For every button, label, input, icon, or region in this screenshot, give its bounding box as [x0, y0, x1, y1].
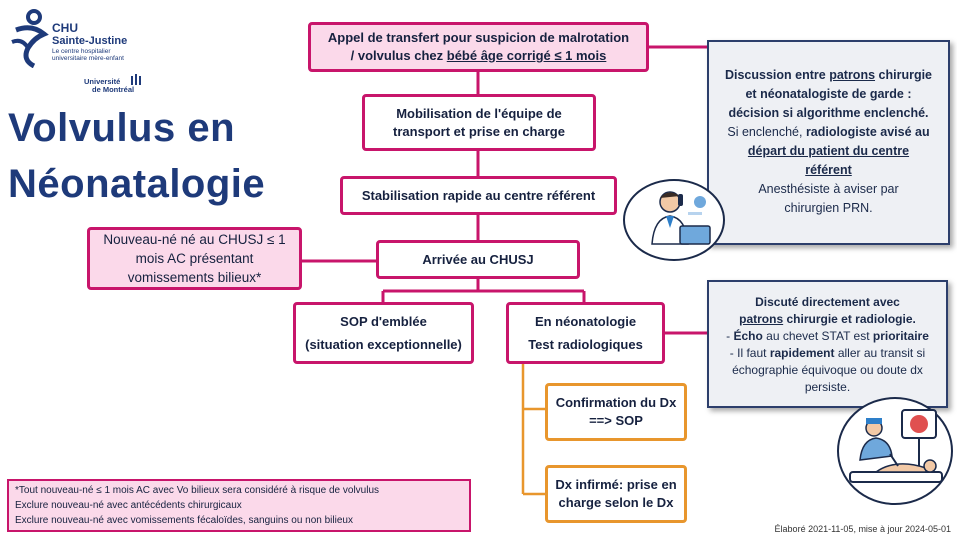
panel1-l1b: patrons	[829, 68, 876, 82]
panel2-l3a: -	[726, 329, 734, 343]
panel2-line-6: persiste.	[804, 380, 851, 394]
logo-tagline-1: Le centre hospitalier	[52, 48, 111, 55]
panel2-l2b: chirurgie et radiologie.	[786, 312, 916, 326]
sop-line-1: SOP d'emblée	[340, 314, 427, 329]
panel2-l3b: Écho	[733, 329, 763, 343]
appel-line-1: Appel de transfert pour suspicion de mal…	[327, 30, 630, 45]
panel-discussion-patrons: Discussion entre patrons chirurgie et né…	[707, 40, 950, 245]
page-title: Volvulus en Néonatalogie	[8, 100, 265, 212]
panel2-line-1: Discuté directement avec	[755, 295, 900, 309]
infirme-line-2: charge selon le Dx	[558, 495, 674, 510]
ultrasound-exam-icon	[836, 396, 954, 506]
sop-line-2: (situation exceptionnelle)	[305, 337, 462, 352]
logo-tagline-2: universitaire mère-enfant	[52, 55, 124, 62]
panel1-l1a: Discussion entre	[724, 68, 826, 82]
panel1-l4a: Si enclenché,	[727, 125, 803, 139]
logo-univ-2: de Montréal	[92, 85, 135, 94]
panel1-line-7: Anesthésiste à aviser par	[758, 182, 899, 196]
mobilisation-line-2: transport et prise en charge	[393, 123, 565, 139]
panel1-l4b: radiologiste avisé au	[805, 125, 930, 139]
panel2-line-3: - Écho au chevet STAT est prioritaire	[709, 328, 946, 345]
panel-radiologie: Discuté directement avec patrons chirurg…	[707, 280, 948, 408]
appel-line-2: / volvulus chez bébé âge corrigé ≤ 1 moi…	[351, 47, 607, 65]
panel1-line-3: décision si algorithme enclenché.	[728, 106, 929, 120]
footnote-line-2: Exclure nouveau-né avec antécédents chir…	[15, 500, 242, 511]
confirm-line-2: ==> SOP	[589, 413, 643, 428]
box-stabilisation: Stabilisation rapide au centre référent	[340, 176, 617, 215]
panel1-line-8: chirurgien PRN.	[784, 201, 873, 215]
footnote-line-3: Exclure nouveau-né avec vomissements féc…	[15, 515, 353, 526]
box-arrivee: Arrivée au CHUSJ	[376, 240, 580, 279]
chu-logo-icon	[11, 9, 49, 68]
footnote-box: *Tout nouveau-né ≤ 1 mois AC avec Vo bil…	[7, 479, 471, 532]
mobilisation-line-1: Mobilisation de l'équipe de	[396, 105, 562, 121]
panel1-line-2: et néonatalogiste de garde :	[745, 87, 912, 101]
panel2-l4b: rapidement	[769, 346, 835, 360]
box-mobilisation: Mobilisation de l'équipe de transport et…	[362, 94, 596, 151]
nouveau-line-2: mois AC présentant	[135, 251, 254, 266]
box-appel-transfert: Appel de transfert pour suspicion de mal…	[308, 22, 649, 72]
panel1-l1c: chirurgie	[878, 68, 933, 82]
neonat-line-2: Test radiologiques	[528, 337, 643, 352]
panel1-line-4: Si enclenché, radiologiste avisé au	[709, 123, 948, 142]
panel2-line-4: - Il faut rapidement aller au transit si	[709, 345, 946, 362]
box-nouveau-ne: Nouveau-né né au CHUSJ ≤ 1 mois AC prése…	[87, 227, 302, 290]
udem-mark-icon	[131, 74, 141, 85]
stabilisation-text: Stabilisation rapide au centre référent	[361, 187, 596, 203]
credit-date: Élaboré 2021-11-05, mise à jour 2024-05-…	[774, 524, 951, 534]
appel-line-2a: / volvulus chez	[350, 48, 444, 63]
panel2-l4a: - Il faut	[729, 346, 767, 360]
box-neonatologie: En néonatologie Test radiologiques	[506, 302, 665, 364]
arrivee-text: Arrivée au CHUSJ	[422, 251, 534, 267]
panel2-l3c: au chevet STAT est	[766, 329, 870, 343]
panel2-l2a: patrons	[739, 312, 784, 326]
box-sop-emblee: SOP d'emblée (situation exceptionnelle)	[293, 302, 474, 364]
title-line-1: Volvulus en	[8, 106, 236, 150]
nouveau-line-3: vomissements bilieux*	[127, 270, 262, 285]
panel2-line-5: échographie équivoque ou doute dx	[732, 363, 923, 377]
panel1-line-6: référent	[805, 163, 852, 177]
panel1-line-5: départ du patient du centre	[747, 144, 910, 158]
box-confirmation-dx: Confirmation du Dx ==> SOP	[545, 383, 687, 441]
logo-chu: CHU	[52, 21, 78, 35]
chu-logo: CHU Sainte-Justine Le centre hospitalier…	[8, 6, 143, 96]
infirme-line-1: Dx infirmé: prise en	[555, 477, 677, 492]
appel-line-2b: bébé âge corrigé ≤ 1 mois	[446, 48, 607, 63]
panel2-line-2: patrons chirurgie et radiologie.	[709, 311, 946, 328]
neonat-line-1: En néonatologie	[534, 314, 637, 329]
box-dx-infirme: Dx infirmé: prise en charge selon le Dx	[545, 465, 687, 523]
panel2-l4c: aller au transit si	[837, 346, 926, 360]
title-line-2: Néonatalogie	[8, 162, 266, 206]
footnote-line-1: *Tout nouveau-né ≤ 1 mois AC avec Vo bil…	[15, 485, 380, 496]
doctor-phone-icon	[622, 178, 726, 262]
nouveau-line-1: Nouveau-né né au CHUSJ ≤ 1	[103, 232, 286, 247]
logo-univ-1: Université	[84, 77, 121, 86]
logo-name: Sainte-Justine	[52, 35, 128, 47]
confirm-line-1: Confirmation du Dx	[555, 395, 677, 410]
panel1-line-1: Discussion entre patrons chirurgie	[709, 66, 948, 85]
panel2-l3d: prioritaire	[872, 329, 929, 343]
